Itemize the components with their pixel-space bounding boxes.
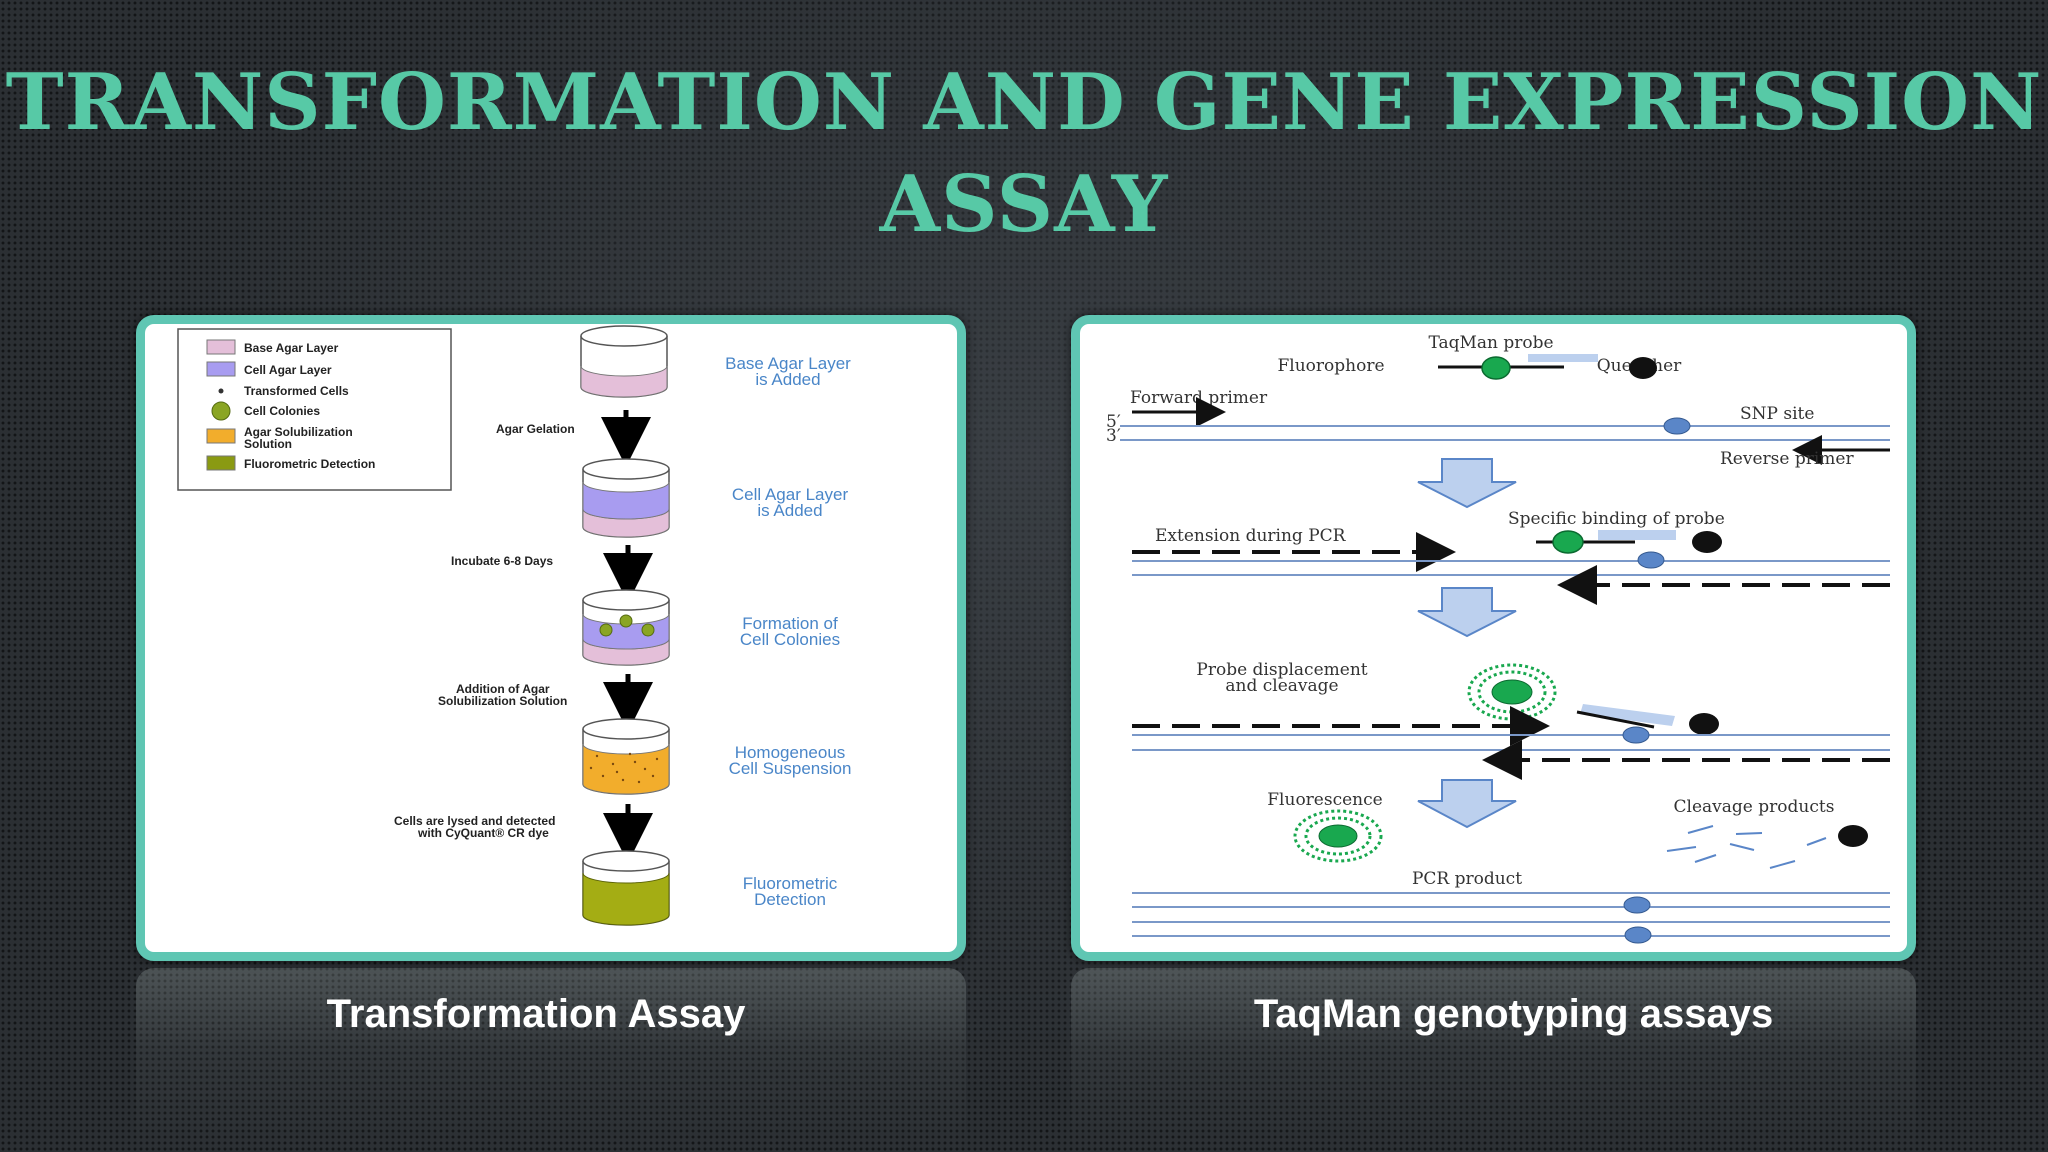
right-panel-reflection xyxy=(1071,968,1916,1152)
step-5-line2: Detection xyxy=(754,890,826,909)
step-2-line1: Cell Agar Layer xyxy=(732,485,849,504)
legend-swatch-agar-solubilization xyxy=(206,428,236,444)
legend-label-transformed-cells: Transformed Cells xyxy=(244,384,349,398)
legend-dot-transformed-cells xyxy=(218,388,224,394)
label-pcr-product: PCR product xyxy=(1412,869,1522,889)
label-forward-primer: Forward primer xyxy=(1130,388,1268,408)
quencher-dot xyxy=(1629,357,1657,379)
beaker-cell-agar xyxy=(582,458,670,538)
label-snp-site: SNP site xyxy=(1740,404,1814,424)
fluorescence-glow xyxy=(1293,809,1383,863)
beaker-cell-colonies xyxy=(582,589,670,666)
label-taqman-probe: TaqMan probe xyxy=(1428,333,1553,353)
legend-swatch-base-agar xyxy=(206,339,236,355)
action-solubilization-line1: Addition of Agar xyxy=(456,682,550,696)
cleavage-fragments xyxy=(1666,825,1827,869)
label-extension: Extension during PCR xyxy=(1155,526,1347,546)
beaker-homogeneous-suspension xyxy=(582,718,670,795)
process-arrow-2 xyxy=(1417,587,1517,638)
label-fluorescence: Fluorescence xyxy=(1267,790,1382,810)
title-line-1: TRANSFORMATION AND GENE EXPRESSION xyxy=(5,57,2043,148)
snp-site-dot xyxy=(1663,417,1691,435)
step-4-line2: Cell Suspension xyxy=(729,759,852,778)
pcr-product-snp-1 xyxy=(1623,896,1651,914)
fluorophore-dot xyxy=(1481,356,1511,380)
caption-taqman-assays: TaqMan genotyping assays xyxy=(1253,992,1774,1036)
bound-fluorophore-dot xyxy=(1552,530,1584,554)
action-lysis-line1: Cells are lysed and detected xyxy=(394,814,555,828)
legend-label-fluorometric: Fluorometric Detection xyxy=(244,457,375,471)
label-specific-binding: Specific binding of probe xyxy=(1508,509,1725,529)
bound-quencher-dot xyxy=(1692,531,1722,553)
snp-site-dot-3 xyxy=(1622,726,1650,744)
step-5-line1: Fluorometric xyxy=(743,874,838,893)
action-solubilization-line2: Solubilization Solution xyxy=(438,694,567,708)
step-3-line1: Formation of xyxy=(742,614,838,633)
slide-title: TRANSFORMATION AND GENE EXPRESSION ASSAY xyxy=(0,52,2048,256)
legend-label-agar-solubilization: Agar Solubilization xyxy=(244,425,353,439)
title-line-2: ASSAY xyxy=(879,159,1169,250)
label-three-prime: 3′ xyxy=(1106,426,1121,446)
label-displacement-2: and cleavage xyxy=(1225,676,1338,696)
taqman-assay-diagram: TaqMan probe Fluorophore Quencher Forwar… xyxy=(1106,333,1890,944)
legend-box: Base Agar Layer Cell Agar Layer Transfor… xyxy=(177,328,452,491)
left-panel-reflection xyxy=(136,968,966,1152)
legend-label-base-agar: Base Agar Layer xyxy=(244,341,339,355)
action-agar-gelation: Agar Gelation xyxy=(496,422,575,436)
taqman-assay-panel: TaqMan probe Fluorophore Quencher Forwar… xyxy=(1071,315,1916,961)
process-arrow-3 xyxy=(1417,779,1517,829)
step-1-line2: is Added xyxy=(755,370,820,389)
released-fluorophore xyxy=(1467,663,1557,721)
label-cleavage-products: Cleavage products xyxy=(1674,797,1835,817)
step-4-line1: Homogeneous xyxy=(735,743,846,762)
action-incubate: Incubate 6-8 Days xyxy=(451,554,553,568)
legend-dot-cell-colonies xyxy=(211,401,231,421)
legend-label-solution: Solution xyxy=(244,437,292,451)
displaced-probe xyxy=(1576,704,1719,735)
beaker-fluorometric xyxy=(582,850,670,926)
pcr-product-snp-2 xyxy=(1624,926,1652,944)
beaker-base-agar xyxy=(580,325,668,398)
step-2-line2: is Added xyxy=(757,501,822,520)
snp-site-dot-2 xyxy=(1637,551,1665,569)
label-five-prime: 5′ xyxy=(1106,412,1121,432)
transformation-assay-panel: Base Agar Layer Cell Agar Layer Transfor… xyxy=(136,315,966,961)
process-arrow-1 xyxy=(1417,458,1517,509)
cleaved-quencher-dot xyxy=(1838,825,1868,847)
caption-transformation-assay: Transformation Assay xyxy=(326,992,746,1036)
legend-swatch-fluorometric xyxy=(206,455,236,471)
action-lysis-line2: with CyQuant® CR dye xyxy=(417,826,549,840)
step-1-line1: Base Agar Layer xyxy=(725,354,851,373)
transformation-assay-diagram: Base Agar Layer Cell Agar Layer Transfor… xyxy=(177,325,852,926)
label-reverse-primer: Reverse primer xyxy=(1720,449,1854,469)
label-displacement-1: Probe displacement xyxy=(1196,660,1367,680)
legend-label-cell-colonies: Cell Colonies xyxy=(244,404,320,418)
legend-swatch-cell-agar xyxy=(206,361,236,377)
step-3-line2: Cell Colonies xyxy=(740,630,840,649)
legend-label-cell-agar: Cell Agar Layer xyxy=(244,363,332,377)
label-fluorophore: Fluorophore xyxy=(1277,356,1384,376)
